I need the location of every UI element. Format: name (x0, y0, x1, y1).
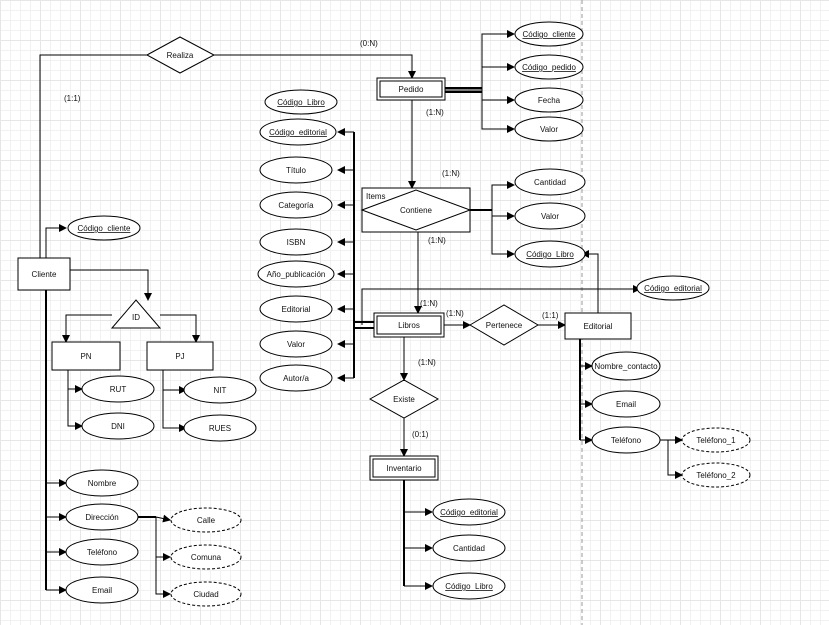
attr-pj-rues: RUES (209, 424, 231, 433)
attr-editorial-nombre-contacto: Nombre_contacto (594, 362, 658, 371)
entity-pedido-label: Pedido (399, 85, 424, 94)
attr-pedido-codigo-cliente: Código_cliente (523, 30, 576, 39)
relationship-contiene-label: Contiene (400, 206, 433, 215)
attr-libro-editorial: Editorial (282, 305, 311, 314)
relationship-id[interactable]: ID (110, 299, 162, 329)
attr-cliente-telefono: Teléfono (87, 548, 118, 557)
multivalued-attribute-ellipses (170, 427, 751, 607)
attr-libro-isbn: ISBN (287, 238, 306, 247)
attr-dir-calle: Calle (197, 516, 216, 525)
attr-editorial-codigo: Código_editorial (644, 284, 702, 293)
relationship-realiza[interactable]: Realiza (145, 36, 216, 74)
attr-pn-rut: RUT (110, 385, 127, 394)
attr-cliente-direccion: Dirección (85, 513, 118, 522)
card-libros-top: (1:N) (420, 299, 438, 308)
relationship-existe[interactable]: Existe (368, 379, 440, 419)
card-pedido-contiene: (1:N) (426, 108, 444, 117)
attr-libro-codigo-editorial: Código_editorial (269, 128, 327, 137)
attr-dir-ciudad: Ciudad (193, 590, 218, 599)
entity-inventario[interactable]: Inventario (369, 455, 439, 481)
relationship-existe-label: Existe (393, 395, 415, 404)
attr-libro-valor: Valor (287, 340, 305, 349)
entity-inventario-label: Inventario (386, 464, 422, 473)
attr-dir-comuna: Comuna (191, 553, 222, 562)
card-libros-pertenece: (1:N) (446, 309, 464, 318)
attr-libro-codigo-libro: Código_Libro (277, 98, 325, 107)
entity-items[interactable]: Items Contiene (360, 187, 472, 233)
attr-pedido-valor: Valor (540, 125, 558, 134)
card-pertenece-editorial: (1:1) (542, 311, 559, 320)
attr-cliente-email: Email (92, 586, 112, 595)
relationship-pertenece-label: Pertenece (486, 321, 523, 330)
attr-pedido-fecha: Fecha (538, 96, 561, 105)
attr-items-cantidad: Cantidad (534, 178, 566, 187)
card-existe-inventario: (0:1) (412, 430, 429, 439)
attr-inv-codigo-libro: Código_Libro (445, 582, 493, 591)
attr-pedido-codigo-pedido: Código_pedido (522, 63, 576, 72)
card-cliente-realiza: (1:1) (64, 94, 81, 103)
attr-inv-cantidad: Cantidad (453, 544, 485, 553)
entity-cliente-label: Cliente (32, 270, 57, 279)
attr-editorial-email: Email (616, 400, 636, 409)
entity-pn-label: PN (80, 352, 91, 361)
connectors (39, 30, 683, 598)
cardinality-labels: (0:N) (1:1) (1:N) (1:N) (1:N) (1:N) (1:N… (64, 39, 559, 439)
entity-libros[interactable]: Libros (373, 312, 445, 338)
entity-items-label: Items (366, 192, 386, 201)
attr-cliente-codigo: Código_cliente (78, 224, 131, 233)
attr-items-codigo-libro: Código_Libro (526, 250, 574, 259)
entity-editorial[interactable]: Editorial (564, 312, 632, 340)
relationship-pertenece[interactable]: Pertenece (469, 304, 539, 346)
relationship-realiza-label: Realiza (167, 51, 194, 60)
entity-libros-label: Libros (398, 321, 420, 330)
entity-cliente[interactable]: Cliente (17, 257, 71, 291)
relationship-id-label: ID (132, 313, 140, 322)
entity-pn[interactable]: PN (51, 341, 121, 371)
attr-inv-codigo-editorial: Código_editorial (440, 508, 498, 517)
attr-pn-dni: DNI (111, 422, 125, 431)
attr-tel-2: Teléfono_2 (696, 471, 736, 480)
attribute-labels: Código_cliente Código_pedido Fecha Valor… (78, 30, 737, 599)
entity-editorial-label: Editorial (584, 322, 613, 331)
card-contiene-libros: (1:N) (428, 236, 446, 245)
attr-libro-anio: Año_publicación (267, 270, 326, 279)
attr-cliente-nombre: Nombre (88, 479, 117, 488)
attr-editorial-telefono: Teléfono (611, 436, 642, 445)
card-items-top: (1:N) (442, 169, 460, 178)
entity-pj[interactable]: PJ (146, 341, 214, 371)
attr-pj-nit: NIT (214, 386, 227, 395)
entity-pedido[interactable]: Pedido (376, 77, 446, 101)
attr-libro-categoria: Categoría (278, 201, 314, 210)
attr-libro-autor: Autor/a (283, 374, 309, 383)
card-libros-existe: (1:N) (418, 358, 436, 367)
attr-libro-titulo: Título (286, 166, 307, 175)
attr-items-valor: Valor (541, 212, 559, 221)
card-realiza-pedido: (0:N) (360, 39, 378, 48)
attribute-ellipses (65, 21, 710, 604)
attr-tel-1: Teléfono_1 (696, 436, 736, 445)
entity-pj-label: PJ (175, 352, 184, 361)
